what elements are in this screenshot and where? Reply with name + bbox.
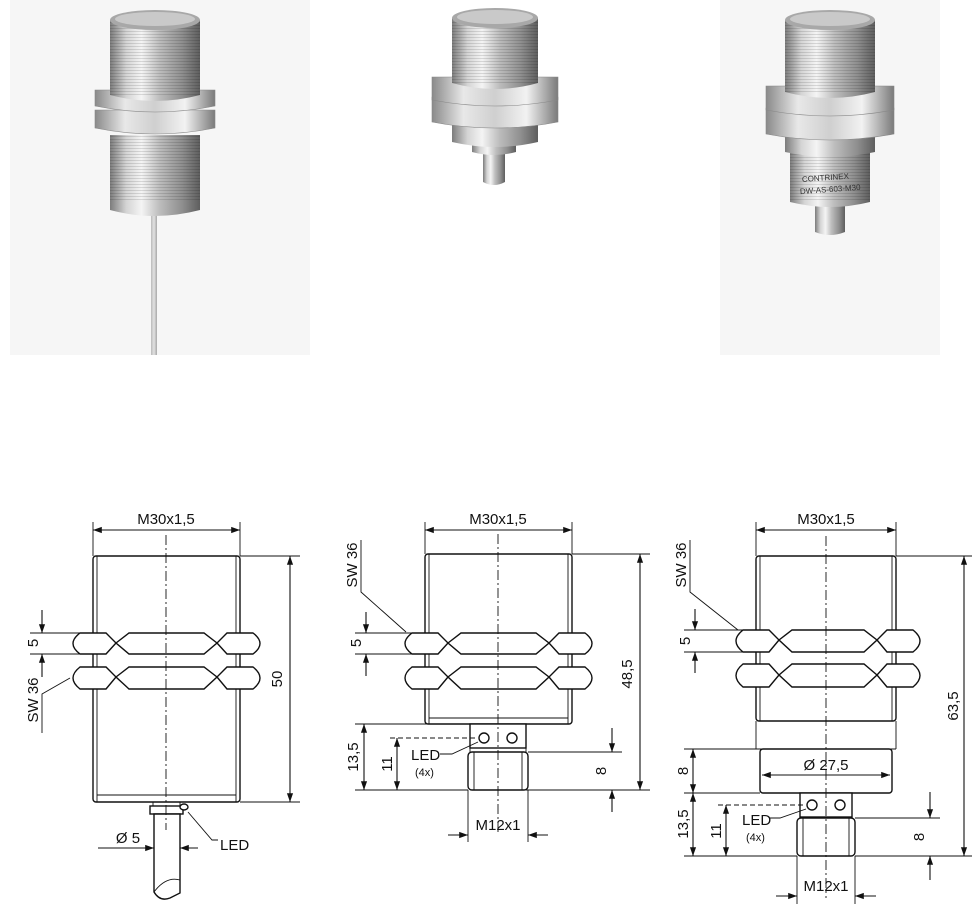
hex-nut-upper — [404, 632, 593, 655]
label-nut-thickness-connector: 5 — [348, 639, 365, 647]
label-led-connector-long: LED — [742, 812, 771, 829]
svg-text:CONTRINEX: CONTRINEX — [802, 172, 850, 184]
label-led-offset-connector: 11 — [379, 756, 396, 772]
label-length-connector: 48,5 — [619, 659, 636, 688]
hex-nut-upper — [735, 629, 921, 653]
label-plug-thread-connector-long: M12x1 — [803, 878, 848, 895]
label-plug-thread-connector: M12x1 — [475, 817, 520, 834]
photo-sensor-connector-long: CONTRINEX DW-AS-603-M30 — [720, 0, 940, 355]
label-collar-diameter: Ø 27,5 — [803, 757, 848, 774]
label-length-cable: 50 — [269, 671, 286, 688]
hex-nut-lower — [404, 666, 593, 690]
svg-text:DW-AS-603-M30: DW-AS-603-M30 — [800, 183, 862, 196]
label-nut-thickness-connector-long: 5 — [677, 637, 694, 645]
hex-nut-lower — [72, 666, 261, 690]
hex-nut-upper — [72, 632, 261, 655]
label-led-connector: LED — [411, 747, 440, 764]
label-thread-connector: M30x1,5 — [469, 511, 527, 528]
label-connector-length-long: 13,5 — [675, 809, 692, 838]
label-cable-diameter: Ø 5 — [116, 830, 140, 847]
label-led-cable: LED — [220, 837, 249, 854]
label-nut-thickness-cable: 5 — [25, 639, 42, 647]
label-plug-length-connector-long: 8 — [911, 833, 928, 841]
label-led-offset-connector-long: 11 — [708, 823, 725, 839]
photo-sensor-cable — [10, 0, 310, 355]
drawing-connector-long: M30x1,5 63,5 8 SW 36 5 8 Ø 27,5 13,5 — [673, 511, 972, 904]
label-wrench-cable: SW 36 — [25, 677, 42, 722]
hex-nut-lower — [735, 663, 921, 688]
label-thread-cable: M30x1,5 — [137, 511, 195, 528]
label-wrench-connector-long: SW 36 — [673, 542, 690, 587]
label-plug-length-connector: 8 — [593, 767, 610, 775]
label-led-count-connector-long: (4x) — [746, 832, 765, 844]
label-connector-length: 13,5 — [345, 742, 362, 771]
label-wrench-connector: SW 36 — [344, 542, 361, 587]
drawing-cable: M30x1,5 50 5 SW 36 Ø 5 LED — [25, 511, 300, 900]
label-length-connector-long: 63,5 — [945, 691, 962, 720]
label-led-count-connector: (4x) — [415, 767, 434, 779]
photo-sensor-connector — [431, 8, 559, 185]
drawing-connector: M30x1,5 48,5 8 SW 36 5 13,5 11 LED (4x) — [344, 511, 650, 842]
label-thread-connector-long: M30x1,5 — [797, 511, 855, 528]
label-collar-height: 8 — [675, 767, 692, 775]
